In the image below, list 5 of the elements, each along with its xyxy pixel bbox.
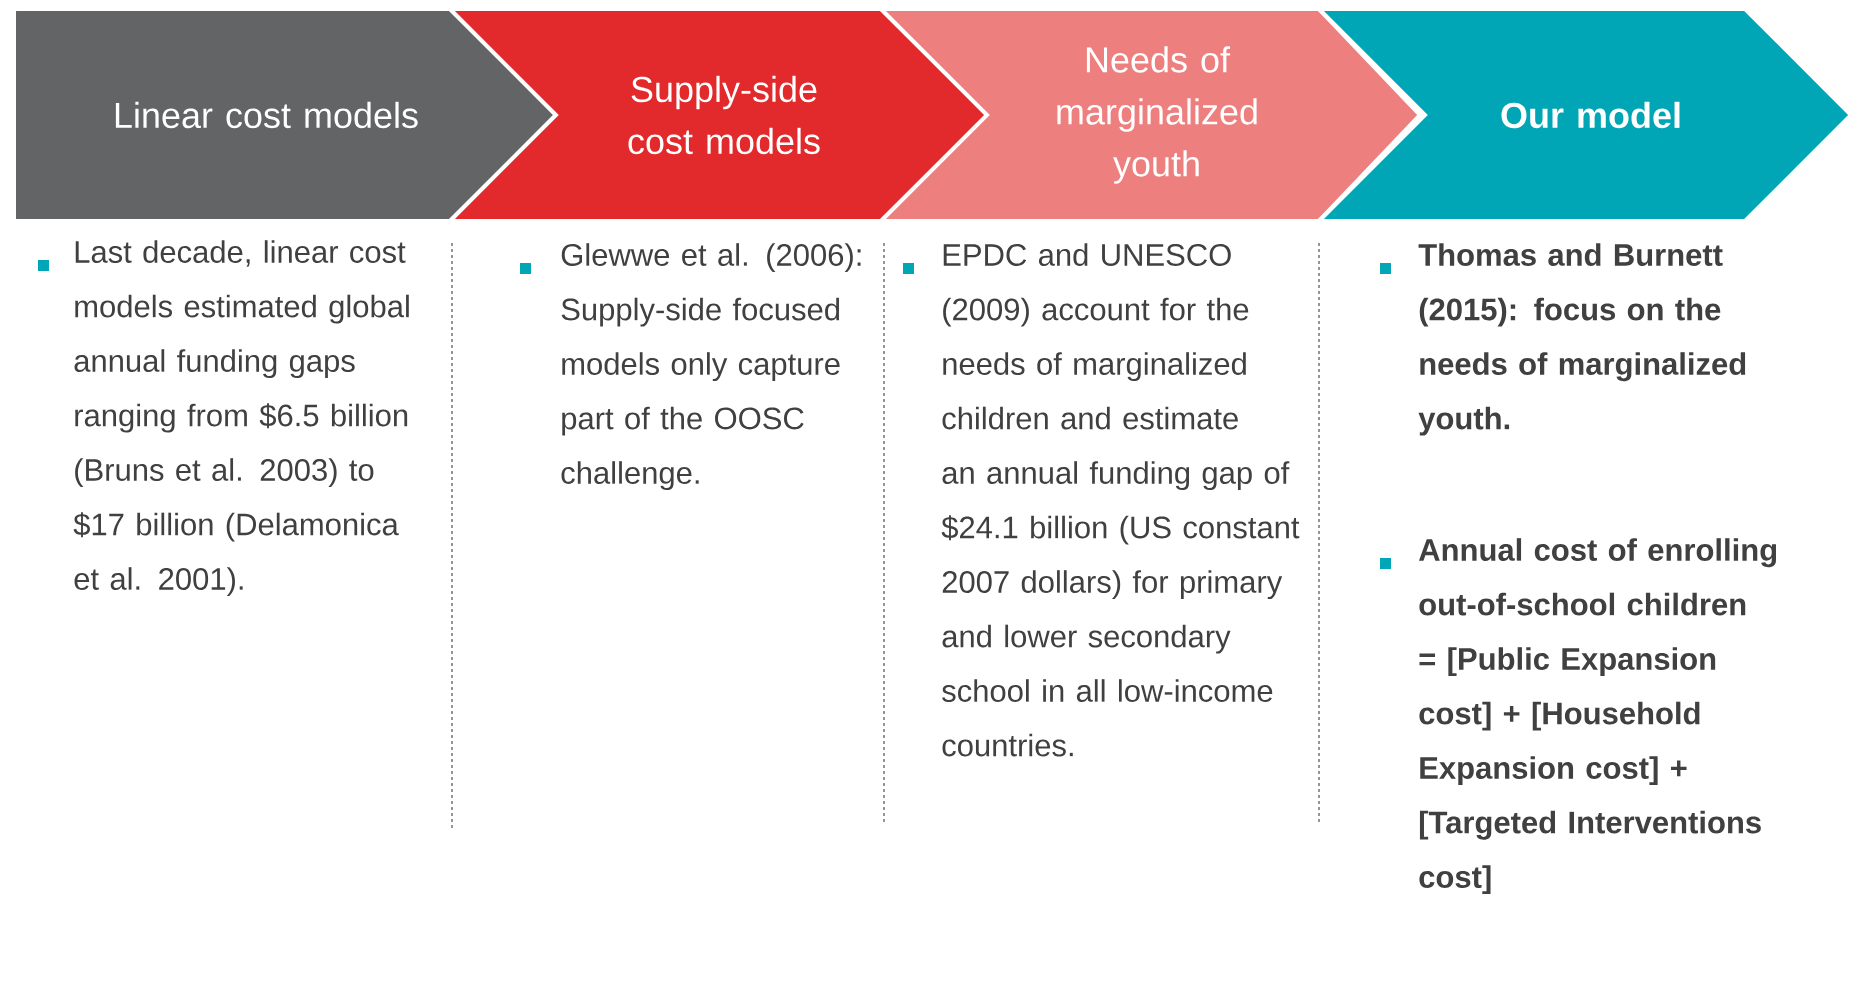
bullet-text: EPDC and UNESCO (2009) account for the needs of marginalized children and estimate an annual funding gap of $24.1 billion (US constant 2007 dollars) for primary and lower secondary school in all low-income countries. — [941, 243, 1300, 757]
bullet-text: Last decade, linear cost models estimated global annual funding gaps ranging from $6.5 billion (Bruns et al. 2003) to $17 billion (Delamonica et al. 2001). — [73, 240, 409, 597]
bullet-text: Annual cost of enrolling out-of-school children = [Public Expansion cost] + [Household Expansion cost] + [Targeted Interventions cost] — [1419, 538, 1777, 895]
bullet-text: Thomas and Burnett (2015): focus on the needs of marginalized youth. — [1418, 243, 1746, 436]
bullet-text: Glewwe et al. (2006): Supply-side focused models only capture part of the OOSC challenge. — [561, 243, 861, 491]
